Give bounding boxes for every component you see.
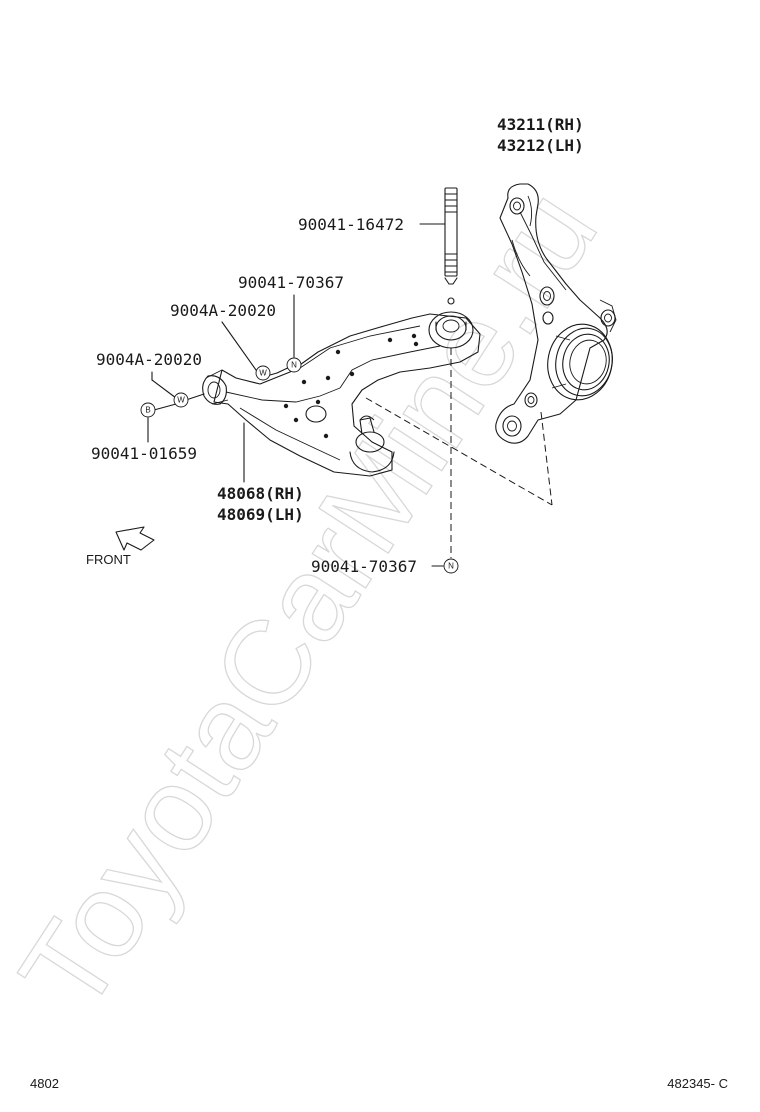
footer-left-code: 4802: [30, 1076, 59, 1091]
front-label: FRONT: [86, 552, 131, 567]
part-label-knuckle-bolt: 90041-16472: [298, 215, 404, 234]
watermark-text: ToyotaCarMine.ru: [0, 167, 623, 1034]
part-label-bolt-bottom: 90041-01659: [91, 444, 197, 463]
part-label-knuckle-lh: 43212(LH): [497, 136, 584, 155]
leader-lines: [147, 223, 553, 567]
svg-text:N: N: [291, 361, 297, 370]
washer-symbol-lower: W: [173, 392, 189, 408]
nut-symbol-upper: N: [286, 357, 302, 373]
part-label-nut-top: 90041-70367: [238, 273, 344, 292]
washer-symbol-upper: W: [255, 365, 271, 381]
svg-text:N: N: [448, 562, 454, 571]
part-label-washer-a: 9004A-20020: [170, 301, 276, 320]
lower-arm-drawing: [202, 311, 481, 477]
front-arrow-icon: [115, 526, 155, 551]
nut-symbol-lower: N: [443, 558, 459, 574]
part-label-washer-b: 9004A-20020: [96, 350, 202, 369]
part-label-knuckle-rh: 43211(RH): [497, 115, 584, 134]
part-label-arm-lh: 48069(LH): [217, 505, 304, 524]
steering-knuckle-drawing: [495, 183, 617, 444]
footer-right-code: 482345- C: [667, 1076, 728, 1091]
part-label-arm-rh: 48068(RH): [217, 484, 304, 503]
part-label-nut-bottom: 90041-70367: [311, 557, 417, 576]
svg-text:W: W: [259, 369, 267, 378]
svg-text:W: W: [177, 396, 185, 405]
bolt-symbol: B: [140, 402, 156, 418]
svg-text:B: B: [145, 406, 150, 415]
knuckle-bolt-drawing: [444, 187, 458, 305]
